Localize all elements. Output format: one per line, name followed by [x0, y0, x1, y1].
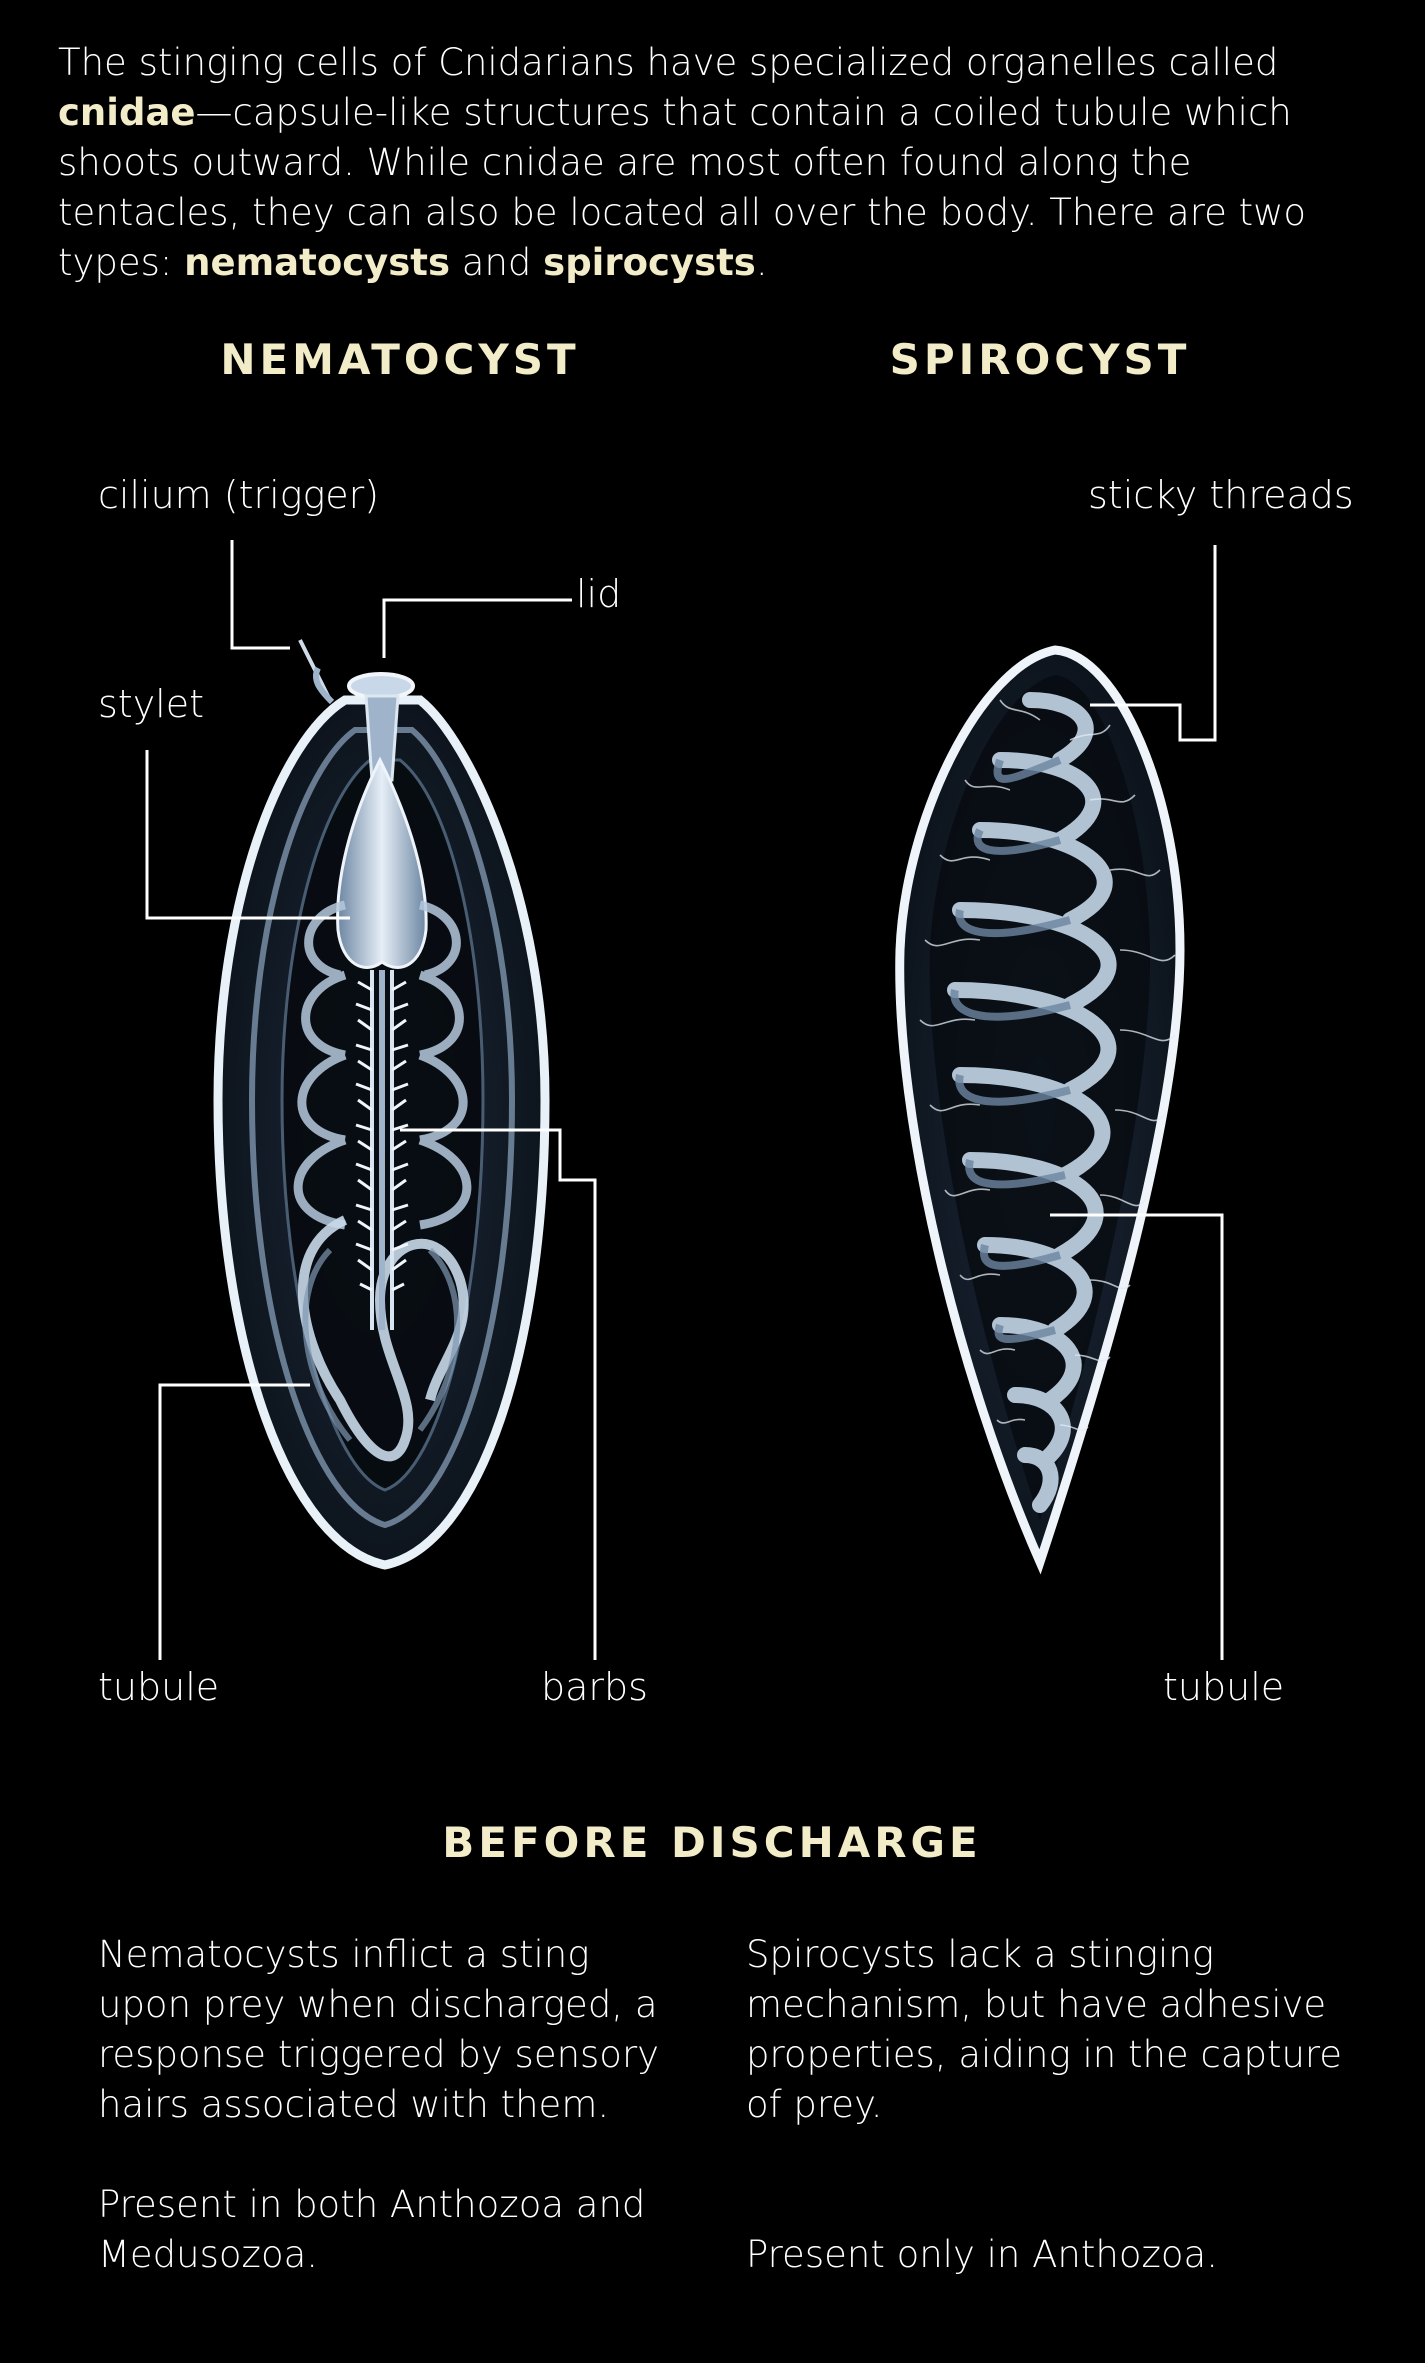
- nematocyst-lid: [347, 672, 415, 700]
- leader-stylet: [145, 750, 350, 920]
- leader-barbs: [400, 1128, 597, 1660]
- nematocyst-illustration: [145, 540, 597, 1660]
- label-tubule-spirocyst: tubule: [1163, 1665, 1285, 1709]
- term-cnidae: cnidae: [58, 91, 196, 134]
- label-cilium: cilium (trigger): [98, 473, 380, 517]
- spirocyst-tubule: [947, 692, 1117, 1513]
- spirocyst-sticky-threads: [919, 699, 1176, 1431]
- term-spirocysts: spirocysts: [543, 241, 756, 284]
- nematocyst-title: NEMATOCYST: [220, 335, 580, 384]
- intro-text-4: .: [755, 241, 768, 284]
- leader-tubule-spirocyst: [1050, 1213, 1224, 1660]
- label-stylet: stylet: [98, 682, 205, 726]
- intro-text-1: The stinging cells of Cnidarians have sp…: [58, 41, 1279, 84]
- label-tubule-nematocyst: tubule: [98, 1665, 220, 1709]
- intro-paragraph: The stinging cells of Cnidarians have sp…: [58, 38, 1378, 288]
- spirocyst-distribution: Present only in Anthozoa.: [746, 2233, 1218, 2276]
- nematocyst-stylet: [336, 756, 428, 969]
- spirocyst-title: SPIROCYST: [889, 335, 1191, 384]
- label-lid: lid: [576, 572, 622, 616]
- nematocyst-distribution: Present in both Anthozoa and Medusozoa.: [98, 2183, 646, 2276]
- leader-tubule-nematocyst: [158, 1383, 310, 1660]
- section-title-before-discharge: BEFORE DISCHARGE: [442, 1818, 982, 1867]
- label-sticky-threads: sticky threads: [1088, 473, 1354, 517]
- nematocyst-description: Nematocysts inflict a sting upon prey wh…: [98, 1933, 660, 2126]
- leader-lid: [382, 598, 572, 658]
- cnidae-diagram: [145, 540, 1224, 1660]
- nematocyst-tubule: [298, 1215, 469, 1462]
- term-nematocysts: nematocysts: [184, 241, 451, 284]
- intro-text-2: —capsule-like structures that contain a …: [58, 91, 1307, 284]
- spirocyst-description: Spirocysts lack a stinging mechanism, bu…: [746, 1933, 1343, 2126]
- label-barbs: barbs: [541, 1665, 648, 1709]
- intro-text-3: and: [450, 241, 544, 284]
- nematocyst-barbs: [355, 980, 409, 1292]
- spirocyst-illustration: [895, 545, 1224, 1660]
- leader-cilium: [230, 540, 290, 650]
- leader-sticky-threads: [1090, 545, 1217, 742]
